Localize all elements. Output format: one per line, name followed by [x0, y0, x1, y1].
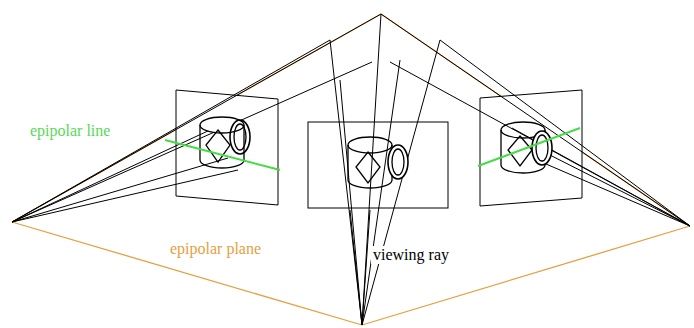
image-planes [176, 90, 582, 208]
viewing-ray-label: viewing ray [371, 246, 451, 264]
epipolar-plane-label: epipolar plane [168, 240, 263, 258]
epipolar-plane-outline [12, 14, 690, 325]
epipolar-line-strokes [165, 128, 580, 170]
viewing-rays [330, 14, 440, 325]
right-camera-rays [381, 14, 690, 226]
middle-object [348, 137, 408, 188]
left-camera-rays [12, 14, 381, 222]
epipolar-line-label: epipolar line [28, 122, 112, 140]
